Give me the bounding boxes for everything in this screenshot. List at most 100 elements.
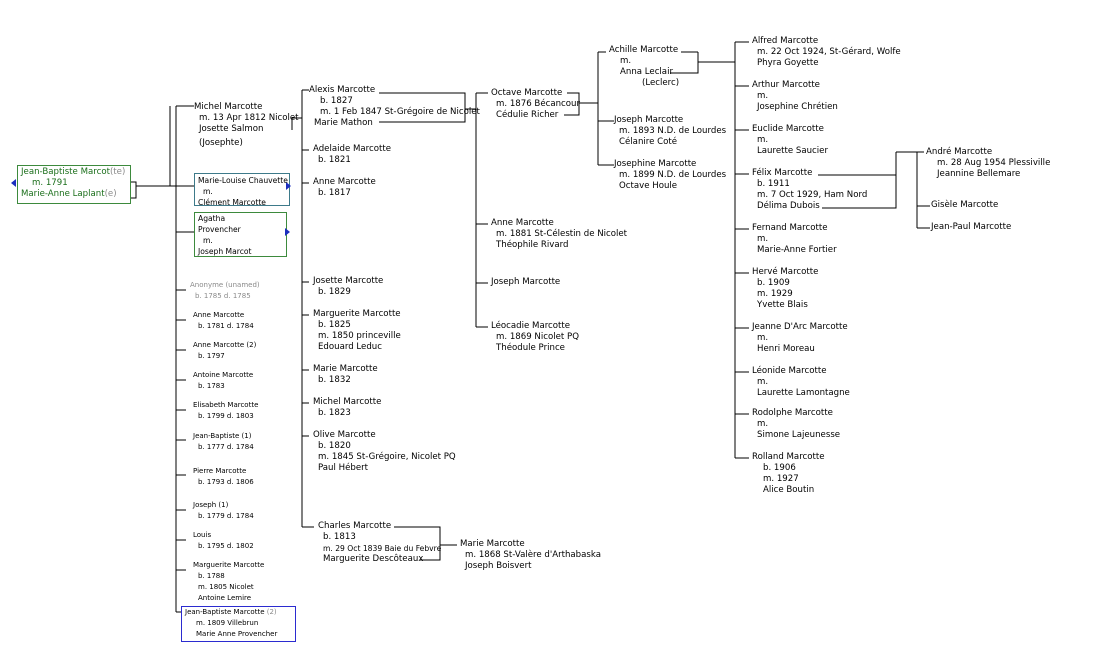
birth: b. 1823: [318, 408, 351, 418]
person-leocadie-marcotte[interactable]: Léocadie Marcotte m. 1869 Nicolet PQ Thé…: [491, 321, 579, 354]
person-anne-2[interactable]: Anne Marcotte (2) b. 1797: [193, 340, 256, 362]
person-jean-baptiste-2[interactable]: Jean-Baptiste Marcotte (2) m. 1809 Ville…: [185, 607, 277, 640]
person-jean-baptiste-1[interactable]: Jean-Baptiste (1) b. 1777 d. 1784: [193, 431, 254, 453]
person-elisabeth[interactable]: Elisabeth Marcotte b. 1799 d. 1803: [193, 400, 258, 422]
person-marie-louise-chauvette[interactable]: Marie-Louise Chauvette m. Clément Marcot…: [198, 175, 288, 208]
root-spouse-suffix: (e): [104, 189, 117, 199]
person-joseph-1[interactable]: Joseph (1) b. 1779 d. 1784: [193, 500, 254, 522]
person-marguerite-marcotte-gen2[interactable]: Marguerite Marcotte b. 1825 m. 1850 prin…: [313, 309, 401, 353]
marriage: m.: [203, 236, 213, 245]
person-louis[interactable]: Louis b. 1795 d. 1802: [193, 530, 254, 552]
person-arthur-marcotte[interactable]: Arthur Marcotte m. Josephine Chrétien: [752, 80, 838, 113]
person-herve-marcotte[interactable]: Hervé Marcotte b. 1909 m. 1929 Yvette Bl…: [752, 267, 818, 311]
marriage: m. 1876 Bécancour: [496, 99, 581, 109]
name: Antoine Marcotte: [193, 371, 254, 379]
person-olive-marcotte[interactable]: Olive Marcotte b. 1820 m. 1845 St-Grégoi…: [313, 430, 456, 474]
birth: b. 1813: [323, 532, 356, 542]
name: Gisèle Marcotte: [931, 200, 999, 210]
spouse: Edouard Leduc: [318, 342, 382, 352]
person-gisele-marcotte[interactable]: Gisèle Marcotte: [931, 200, 998, 211]
birth: b. 1909: [757, 278, 790, 288]
dates: b. 1783: [198, 382, 225, 390]
spouse: Laurette Lamontagne: [757, 388, 850, 398]
person-octave-marcotte[interactable]: Octave Marcotte m. 1876 Bécancour Céduli…: [491, 88, 580, 121]
person-joseph-marcotte-gen3[interactable]: Joseph Marcotte: [491, 277, 560, 288]
name: Léocadie Marcotte: [491, 321, 571, 331]
dates: b. 1781 d. 1784: [198, 322, 254, 330]
person-charles-marcotte[interactable]: Charles Marcotte b. 1813 m. 29 Oct 1839 …: [318, 521, 441, 565]
person-michel-marcotte-gen2[interactable]: Michel Marcotte b. 1823: [313, 397, 381, 419]
name-cont: Provencher: [198, 225, 241, 234]
person-adelaide-marcotte[interactable]: Adelaide Marcotte b. 1821: [313, 144, 391, 166]
marriage: m. 1899 N.D. de Lourdes: [619, 170, 727, 180]
marriage: m.: [757, 135, 769, 145]
person-andre-marcotte[interactable]: André Marcotte m. 28 Aug 1954 Plessivill…: [926, 147, 1050, 180]
person-anne-marcotte-gen2[interactable]: Anne Marcotte b. 1817: [313, 177, 376, 199]
name: Anne Marcotte (2): [193, 341, 257, 349]
name: Elisabeth Marcotte: [193, 401, 259, 409]
marriage: m.: [757, 419, 769, 429]
name: Félix Marcotte: [752, 168, 813, 178]
person-antoine[interactable]: Antoine Marcotte b. 1783: [193, 370, 253, 392]
person-marie-marcotte-gen2[interactable]: Marie Marcotte b. 1832: [313, 364, 378, 386]
person-anne-1[interactable]: Anne Marcotte b. 1781 d. 1784: [193, 310, 254, 332]
person-marguerite-gen1[interactable]: Marguerite Marcotte b. 1788 m. 1805 Nico…: [193, 560, 264, 604]
person-alexis-marcotte[interactable]: Alexis Marcotte b. 1827 m. 1 Feb 1847 St…: [309, 85, 480, 129]
name: Joseph Marcotte: [614, 115, 684, 125]
person-jeanne-darc-marcotte[interactable]: Jeanne D'Arc Marcotte m. Henri Moreau: [752, 322, 848, 355]
name: Achille Marcotte: [609, 45, 679, 55]
birth: b. 1825: [318, 320, 351, 330]
marriage: m. 1893 N.D. de Lourdes: [619, 126, 727, 136]
expand-ancestors-arrow-icon[interactable]: [11, 179, 16, 187]
person-joseph-marcotte-gen4[interactable]: Joseph Marcotte m. 1893 N.D. de Lourdes …: [614, 115, 726, 148]
name: Hervé Marcotte: [752, 267, 819, 277]
marriage: m. 1809 Villebrun: [196, 619, 259, 627]
person-box-jean-baptiste-2[interactable]: [181, 606, 296, 642]
person-josette-marcotte[interactable]: Josette Marcotte b. 1829: [313, 276, 383, 298]
spouse: Clément Marcotte: [198, 198, 266, 207]
person-anne-marcotte-gen3[interactable]: Anne Marcotte m. 1881 St-Célestin de Nic…: [491, 218, 627, 251]
name: Michel Marcotte: [313, 397, 382, 407]
name: Anne Marcotte: [193, 311, 245, 319]
person-pierre[interactable]: Pierre Marcotte b. 1793 d. 1806: [193, 466, 254, 488]
person-rolland-marcotte[interactable]: Rolland Marcotte b. 1906 m. 1927 Alice B…: [752, 452, 825, 496]
birth: b. 1788: [198, 572, 225, 580]
person-box-marie-louise[interactable]: [194, 173, 290, 206]
spouse: Marie Mathon: [314, 118, 373, 128]
root-person-box[interactable]: [17, 165, 131, 204]
person-agatha-provencher[interactable]: Agatha Provencher m. Joseph Marcot: [198, 213, 252, 257]
spouse: Yvette Blais: [757, 300, 808, 310]
expand-arrow-icon[interactable]: [285, 228, 290, 236]
dates: b. 1777 d. 1784: [198, 443, 254, 451]
name: Rolland Marcotte: [752, 452, 825, 462]
spouse-alias: (Josephte): [199, 138, 243, 148]
spouse: Marie Anne Provencher: [196, 630, 278, 638]
name: André Marcotte: [926, 147, 993, 157]
spouse: Théophile Rivard: [496, 240, 569, 250]
marriage: m. 1929: [757, 289, 793, 299]
person-josephine-marcotte[interactable]: Josephine Marcotte m. 1899 N.D. de Lourd…: [614, 159, 726, 192]
person-michel-marcotte[interactable]: Michel Marcotte m. 13 Apr 1812 Nicolet J…: [194, 102, 299, 149]
name: Jeanne D'Arc Marcotte: [752, 322, 848, 332]
name: Marie Marcotte: [460, 539, 525, 549]
name: Charles Marcotte: [318, 521, 392, 531]
person-achille-marcotte[interactable]: Achille Marcotte m. Anna Leclair (Lecler…: [609, 45, 679, 89]
person-jean-paul-marcotte[interactable]: Jean-Paul Marcotte: [931, 222, 1011, 233]
spouse: Marie-Anne Fortier: [757, 245, 837, 255]
person-marie-marcotte-gen3[interactable]: Marie Marcotte m. 1868 St-Valère d'Artha…: [460, 539, 601, 572]
name: Agatha: [198, 214, 226, 223]
person-leonide-marcotte[interactable]: Léonide Marcotte m. Laurette Lamontagne: [752, 366, 850, 399]
person-anonyme[interactable]: Anonyme (unamed) b. 1785 d. 1785: [190, 280, 260, 302]
person-fernand-marcotte[interactable]: Fernand Marcotte m. Marie-Anne Fortier: [752, 223, 837, 256]
person-alfred-marcotte[interactable]: Alfred Marcotte m. 22 Oct 1924, St-Gérar…: [752, 36, 901, 69]
root-person[interactable]: Jean-Baptiste Marcot(te) m. 1791 Marie-A…: [21, 167, 125, 200]
name: Pierre Marcotte: [193, 467, 247, 475]
expand-arrow-icon[interactable]: [286, 182, 291, 190]
marriage: m.: [620, 56, 632, 66]
spouse-alias: (Leclerc): [642, 78, 680, 88]
person-box-agatha[interactable]: [194, 212, 287, 257]
person-felix-marcotte[interactable]: Félix Marcotte b. 1911 m. 7 Oct 1929, Ha…: [752, 168, 867, 212]
person-rodolphe-marcotte[interactable]: Rodolphe Marcotte m. Simone Lajeunesse: [752, 408, 840, 441]
person-euclide-marcotte[interactable]: Euclide Marcotte m. Laurette Saucier: [752, 124, 828, 157]
